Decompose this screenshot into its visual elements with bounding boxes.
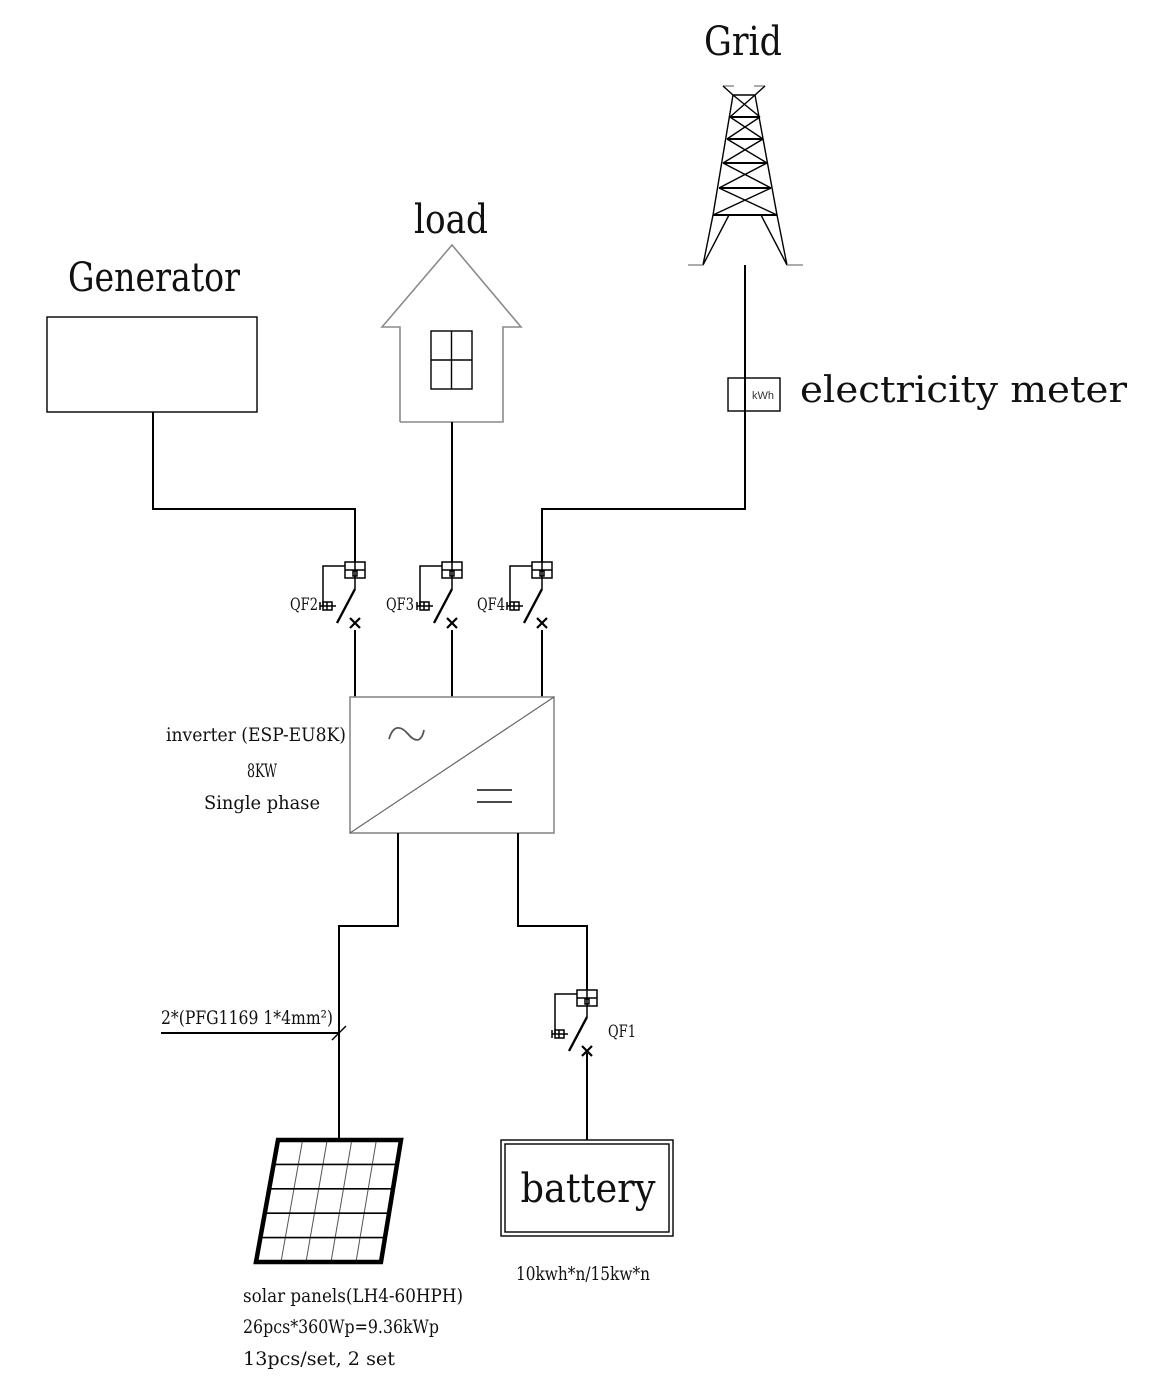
breaker-qf4: QF4 xyxy=(477,561,553,629)
inverter-power: 8KW xyxy=(247,760,277,782)
battery-spec: 10kwh*n/15kw*n xyxy=(516,1263,650,1285)
cable-label: 2*(PFG1169 1*4mm²) xyxy=(161,1007,333,1029)
battery-label: battery xyxy=(521,1166,656,1212)
meter-unit: kWh xyxy=(752,390,774,402)
wires-top xyxy=(152,265,746,562)
solar-sets: 13pcs/set, 2 set xyxy=(243,1348,395,1370)
wire-generator-qf2 xyxy=(152,412,356,562)
generator-box xyxy=(46,316,258,413)
dc-symbol-icon xyxy=(477,789,512,803)
breaker-label-qf2: QF2 xyxy=(290,595,318,615)
house-icon xyxy=(380,243,523,423)
generator-node: Generator xyxy=(46,255,258,413)
inverter-model: inverter (ESP-EU8K) xyxy=(166,724,346,746)
grid-label: Grid xyxy=(704,19,782,65)
inverter-phase: Single phase xyxy=(204,792,320,814)
load-label: load xyxy=(414,197,488,243)
battery-box-outer xyxy=(500,1139,674,1237)
breaker-qf3: QF3 xyxy=(386,561,463,629)
generator-label: Generator xyxy=(68,255,241,301)
breaker-label-qf3: QF3 xyxy=(386,595,414,615)
solar-cell-divider xyxy=(355,1139,377,1263)
solar-capacity: 26pcs*360Wp=9.36kWp xyxy=(243,1316,439,1338)
grid-node: Grid xyxy=(688,19,803,266)
inverter-node: inverter (ESP-EU8K) 8KW Single phase xyxy=(166,696,555,834)
breaker-qf1: QF1 xyxy=(551,989,636,1057)
wires-bottom: 2*(PFG1169 1*4mm²) xyxy=(161,833,588,1140)
solar-cell-divider xyxy=(330,1139,353,1263)
breaker-label-qf1: QF1 xyxy=(608,1022,636,1042)
wire-inverter-solar xyxy=(338,833,399,1138)
kwh-meter-icon xyxy=(727,377,781,412)
solar-model: solar panels(LH4-60HPH) xyxy=(243,1285,463,1307)
breaker-qf2: QF2 xyxy=(290,561,366,629)
battery-node: battery 10kwh*n/15kw*n xyxy=(500,1139,674,1285)
solar-panel-icon xyxy=(253,1137,404,1265)
breaker-label-qf4: QF4 xyxy=(477,595,505,615)
load-node: load xyxy=(380,197,523,423)
meter-label: electricity meter xyxy=(800,370,1128,411)
cable-tick xyxy=(331,1025,347,1041)
transmission-tower-icon xyxy=(688,85,803,266)
solar-panel-frame xyxy=(253,1137,404,1265)
ac-sine-icon xyxy=(388,726,425,741)
battery-box-inner xyxy=(504,1143,670,1233)
wire-meter-qf4 xyxy=(541,411,746,562)
solar-cell-divider xyxy=(305,1139,328,1263)
solar-cell-divider xyxy=(280,1139,304,1263)
wires-mid xyxy=(354,630,543,697)
solar-panel-node: solar panels(LH4-60HPH) 26pcs*360Wp=9.36… xyxy=(243,1137,463,1370)
meter-node: kWh electricity meter xyxy=(727,370,1128,412)
wire-inverter-qf1 xyxy=(517,833,588,990)
